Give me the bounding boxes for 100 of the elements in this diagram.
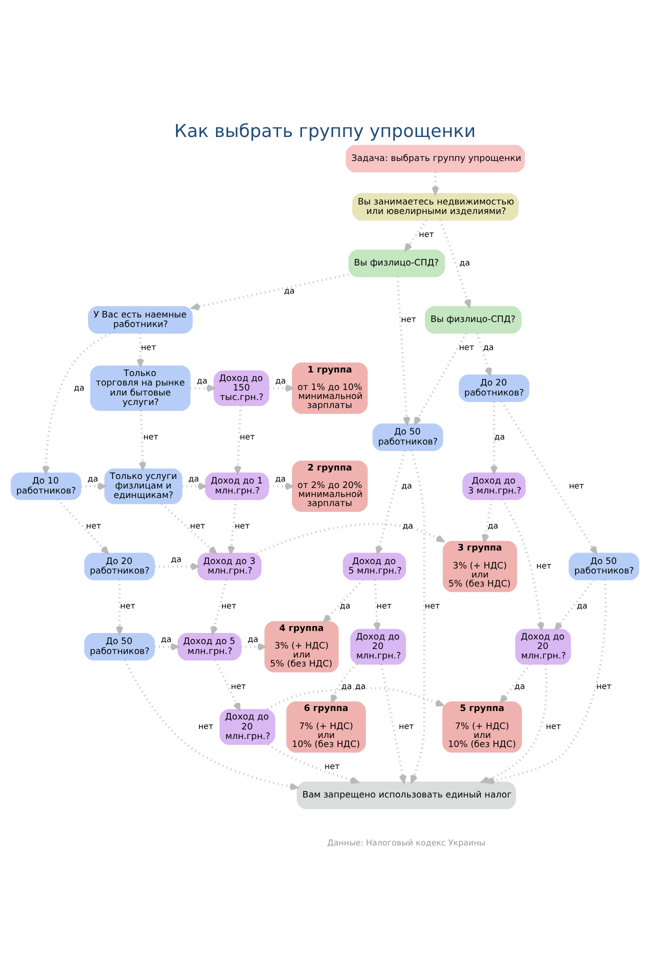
arrow xyxy=(81,482,106,490)
node-box: Вы занимаетесь недвижимостью или ювелирными изделиями? xyxy=(352,193,519,221)
node-box: До 50 работников? xyxy=(372,423,444,451)
edge-label: нет xyxy=(458,342,474,352)
node-box: Доход до 5 млн.грн.? xyxy=(342,552,406,580)
node-box: До 50 работников? xyxy=(84,633,155,660)
edge-label: нет xyxy=(418,229,434,240)
node-box: Доход до 20 млн.грн.? xyxy=(220,709,276,745)
edge-label: нет xyxy=(376,600,392,611)
edge-label: нет xyxy=(596,680,612,691)
edge-label: да xyxy=(341,680,352,691)
edge-label: да xyxy=(494,431,505,442)
edge-label: да xyxy=(354,680,366,691)
node-box: Задача: выбрать группу упрощенки xyxy=(346,144,525,172)
edge-label: нет xyxy=(86,520,102,530)
arrow xyxy=(376,450,406,554)
edge-label: да xyxy=(401,480,412,490)
node-box: Доход до 3 млн.грн.? xyxy=(462,472,526,500)
node-box: Доход до 150 тыс.грн.? xyxy=(214,370,270,406)
node-box: 2 группа от 2% до 20% минимальной зарплаты xyxy=(292,460,368,512)
arrow xyxy=(432,172,440,194)
node-box: Только торговля на рынке или бытовые услуги? xyxy=(90,366,191,411)
arrow xyxy=(268,744,359,784)
edge-label: нет xyxy=(536,560,552,571)
node-box: 5 группа 7% (+ НДС) или 10% (без НДС) xyxy=(442,701,522,753)
arrow xyxy=(501,401,598,554)
edge-label: нет xyxy=(230,680,246,691)
node-box: 6 группа 7% (+ НДС) или 10% (без НДС) xyxy=(286,701,366,753)
node-box: До 10 работников? xyxy=(10,472,82,500)
arrow xyxy=(154,562,199,570)
arrow xyxy=(191,273,349,310)
arrow xyxy=(380,664,406,783)
node-box: 3 группа 3% (+ НДС) или 5% (без НДС) xyxy=(442,540,518,592)
arrow xyxy=(154,642,179,651)
arrow xyxy=(439,220,472,308)
node-box: Вам запрещено использовать единый налог xyxy=(296,782,516,810)
arrow xyxy=(138,410,146,470)
arrow xyxy=(554,579,595,630)
node-box: До 20 работников? xyxy=(458,374,530,402)
edge-label: да xyxy=(340,600,350,611)
edge-label: да xyxy=(576,600,588,611)
arrow xyxy=(404,220,428,252)
edge-label: нет xyxy=(143,431,158,442)
node-box: Доход до 20 млн.грн.? xyxy=(350,628,406,665)
edge-label: да xyxy=(483,342,494,352)
edge-label: нет xyxy=(398,721,414,732)
node-box: 1 группа от 1% до 10% минимальной зарплаты xyxy=(292,362,368,414)
edge-label: да xyxy=(160,634,172,644)
arrow xyxy=(42,332,110,474)
edge-label: да xyxy=(188,474,199,484)
arrow xyxy=(266,687,444,710)
arrow xyxy=(330,663,358,703)
node-box: Вы физлицо-СПД? xyxy=(348,250,445,278)
edge-label: да xyxy=(248,634,258,644)
edge-label: да xyxy=(459,257,470,268)
arrow xyxy=(116,580,124,634)
node-box: Доход до 5 млн.грн.? xyxy=(178,633,242,660)
edge-label: нет xyxy=(546,721,562,732)
edge-label: нет xyxy=(240,431,255,442)
arrow xyxy=(210,580,228,634)
edge-label: нет xyxy=(198,721,214,732)
arrow xyxy=(268,482,294,490)
node-box: Доход до 3 млн.грн.? xyxy=(198,552,262,580)
node-box: Только услуги физлицам и единщикам? xyxy=(104,468,182,504)
arrow xyxy=(500,664,531,703)
node-box: До 50 работников? xyxy=(568,552,640,580)
node-box: 4 группа 3% (+ НДС) или 5% (без НДС) xyxy=(264,621,339,672)
edge-label: нет xyxy=(234,520,250,530)
edge-label: да xyxy=(196,376,208,386)
edge-label: нет xyxy=(401,314,416,324)
arrow xyxy=(124,660,298,790)
arrow xyxy=(414,332,467,425)
edge-label: да xyxy=(514,680,525,691)
edge-label: да xyxy=(402,520,414,530)
arrow xyxy=(482,499,493,542)
diagram-title: Как выбрать группу упрощенки xyxy=(174,121,476,142)
arrow xyxy=(182,482,206,490)
node-box: До 20 работников? xyxy=(84,552,155,580)
edge-label: да xyxy=(488,520,498,530)
edge-label: нет xyxy=(190,520,206,530)
edge-label: нет xyxy=(221,600,236,611)
node-box: Доход до 20 млн.грн.? xyxy=(515,628,571,665)
edge-label: нет xyxy=(120,600,136,611)
edge-label: да xyxy=(170,554,182,564)
edge-label: да xyxy=(275,474,286,484)
arrow xyxy=(190,384,215,392)
arrow xyxy=(476,333,492,376)
caption: Данные: Налоговый кодекс Украины xyxy=(327,838,486,848)
arrow xyxy=(490,402,498,474)
arrow xyxy=(373,580,381,630)
edge-label: нет xyxy=(424,600,440,611)
arrow xyxy=(410,450,426,783)
arrow xyxy=(396,276,410,425)
arrow xyxy=(486,580,607,784)
edge-label: да xyxy=(74,382,84,392)
edge-label: да xyxy=(284,286,295,296)
arrow xyxy=(323,579,364,622)
edge-label: нет xyxy=(568,480,584,490)
arrow xyxy=(214,660,240,711)
edge-label: нет xyxy=(324,761,340,772)
